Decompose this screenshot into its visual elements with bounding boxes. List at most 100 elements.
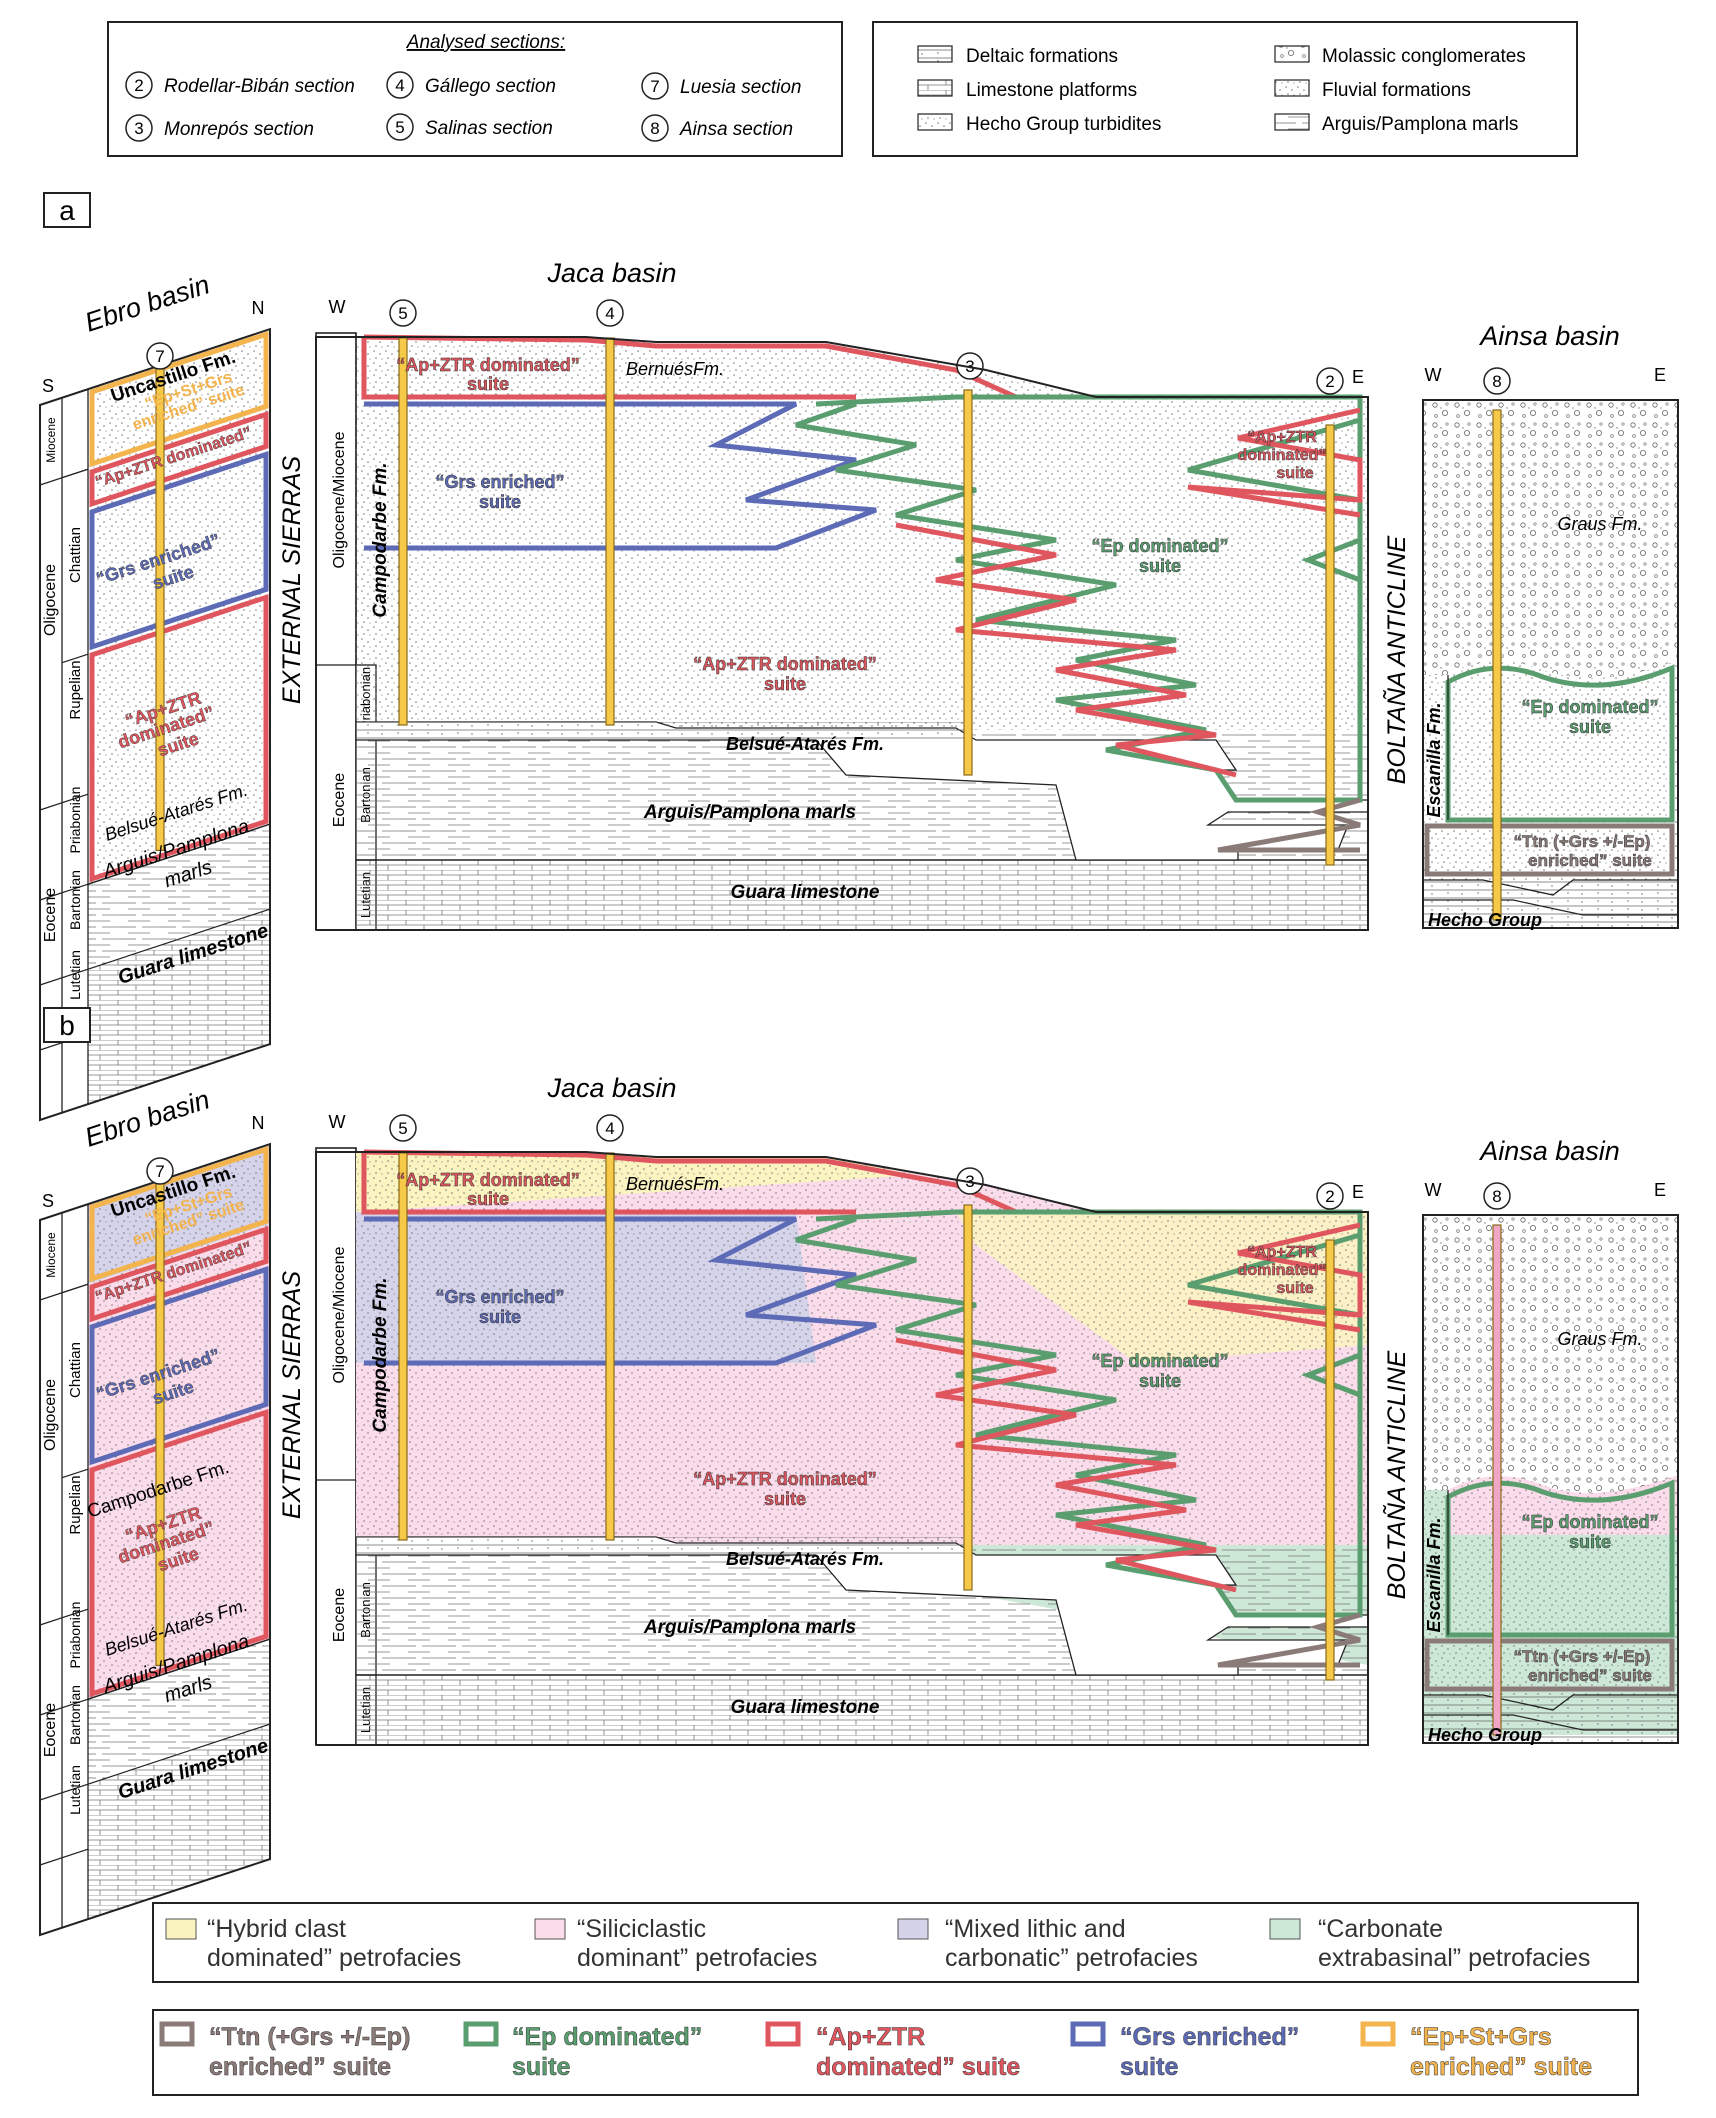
formation-label-molassic: Molassic conglomerates [1322, 46, 1526, 67]
stage-lutetian: Lutetian [67, 1765, 83, 1815]
suite-label-ainsa-ep-2: suite [1569, 1532, 1611, 1552]
sections-legend-title: Analysed sections: [406, 32, 565, 53]
stage-miocene: Miocene [44, 417, 58, 463]
petrofacies-label: “Siliciclastic [577, 1915, 706, 1943]
boltana-anticline-label: BOLTAÑA ANTICLINE [1382, 535, 1411, 784]
section-item-number: 3 [134, 119, 143, 138]
suite-label-ainsa-ep-1: “Ep dominated” [1521, 1512, 1658, 1532]
jaca-basin-section: Oligocene/MioceneEocenePriabonianBartoni… [278, 258, 1411, 931]
section-item-4: 4 Gállego section [386, 71, 556, 99]
suite-label: “Ap+ZTR [816, 2023, 925, 2051]
section-number: 8 [1492, 372, 1501, 391]
section-item-number: 5 [395, 118, 404, 137]
formation-graus: Graus Fm. [1557, 514, 1642, 534]
suite-label-jaca-grs-1: “Grs enriched” [435, 472, 564, 492]
section-item-number: 7 [650, 77, 659, 96]
formation-label-hecho: Hecho Group turbidites [966, 114, 1161, 135]
suite-label: suite [512, 2053, 570, 2081]
section-number: 5 [398, 304, 407, 323]
section-item-label: Salinas section [425, 118, 553, 139]
stage-oligocene: Oligocene [42, 564, 59, 636]
suite-label-jaca-apztr-right-1: “Ap+ZTR [1247, 429, 1317, 446]
suite-label-jaca-apztr-top-1: “Ap+ZTR dominated” [396, 355, 580, 375]
section-marker-2: 2 [1316, 367, 1344, 395]
section-item-2: 2 Rodellar-Bibán section [125, 71, 355, 99]
formation-guara: Guara limestone [731, 882, 880, 903]
section-marker-2: 2 [1316, 1182, 1344, 1210]
section-pole-7 [155, 354, 165, 852]
suite-item-ttn: “Ttn (+Grs +/-Ep) enriched” suite [159, 2021, 411, 2081]
section-number: 5 [398, 1119, 407, 1138]
stage-eocene-jaca: Eocene [331, 1588, 348, 1642]
section-item-number: 4 [395, 76, 404, 95]
suite-label-ainsa-ttn-1: “Ttn (+Grs +/-Ep) [1514, 832, 1651, 851]
petrofacies-label: dominant” petrofacies [577, 1944, 817, 1972]
formation-escanilla: Escanilla Fm. [1424, 702, 1444, 817]
section-marker-7: 7 [146, 342, 174, 370]
section-number: 4 [605, 1119, 614, 1138]
petrofacies-label: extrabasinal” petrofacies [1318, 1944, 1590, 1972]
section-number: 8 [1492, 1187, 1501, 1206]
section-number: 2 [1325, 372, 1334, 391]
stage-bartonian: Bartonian [67, 870, 83, 930]
ainsa-basin-title: Ainsa basin [1478, 321, 1620, 351]
section-item-number: 2 [134, 76, 143, 95]
section-number: 7 [155, 347, 164, 366]
suite-label-jaca-apztr-right-1: “Ap+ZTR [1247, 1244, 1317, 1261]
ebro-basin-title: Ebro basin [81, 269, 213, 337]
suite-label-jaca-apztr-right-2: dominated” [1238, 447, 1327, 464]
stage-lutetian: Lutetian [67, 950, 83, 1000]
formation-label-deltaic: Deltaic formations [966, 46, 1118, 67]
suite-label-jaca-apztr-right-3: suite [1276, 465, 1313, 482]
panel-letter: b [59, 1010, 75, 1041]
formation-graus: Graus Fm. [1557, 1329, 1642, 1349]
suite-label-ainsa-ttn-2: enriched” suite [1528, 1666, 1652, 1685]
section-pole-3 [963, 389, 973, 776]
section-item-label: Rodellar-Bibán section [164, 76, 355, 97]
compass-e: E [1352, 367, 1364, 387]
formation-bernues: BernuésFm. [626, 359, 724, 379]
formation-arguis-marls: Arguis/Pamplona marls [643, 1617, 856, 1638]
suite-label-jaca-grs-2: suite [479, 492, 521, 512]
petrofacies-label: “Carbonate [1318, 1915, 1443, 1943]
formation-campodarbe: Campodarbe Fm. [370, 1277, 391, 1432]
section-pole-7 [155, 1169, 165, 1667]
compass-w-ainsa: W [1425, 365, 1442, 385]
ainsa-basin-title: Ainsa basin [1478, 1136, 1620, 1166]
section-pole-4 [605, 337, 615, 726]
section-marker-4: 4 [596, 1114, 624, 1142]
section-item-label: Gállego section [425, 76, 556, 97]
petrofacies-label: carbonatic” petrofacies [945, 1944, 1198, 1972]
section-item-3: 3 Monrepós section [125, 114, 314, 142]
stage-chattian: Chattian [67, 527, 84, 583]
section-item-number: 8 [650, 119, 659, 138]
compass-e-ainsa: E [1654, 365, 1666, 385]
suite-label: “Ep+St+Grs [1410, 2023, 1552, 2051]
section-pole-2 [1325, 1239, 1335, 1681]
stage-eocene: Eocene [42, 888, 59, 942]
formation-campodarbe: Campodarbe Fm. [370, 462, 391, 617]
stage-miocene: Miocene [44, 1232, 58, 1278]
suite-label: enriched” suite [209, 2053, 391, 2081]
formations-legend: Deltaic formations Limestone platforms H… [872, 21, 1578, 157]
formation-label-marls: Arguis/Pamplona marls [1322, 114, 1518, 135]
section-item-7: 7 Luesia section [641, 72, 801, 100]
formation-belsue: Belsué-Atarés Fm. [726, 1549, 884, 1569]
compass-s: S [42, 376, 54, 396]
section-item-label: Ainsa section [679, 119, 793, 140]
suite-label-jaca-apztr-top-2: suite [467, 1189, 509, 1209]
suite-label-jaca-grs-2: suite [479, 1307, 521, 1327]
suite-item-epstgrs: “Ep+St+Grs enriched” suite [1360, 2021, 1592, 2081]
suite-label-jaca-apztr-right-3: suite [1276, 1280, 1313, 1297]
section-marker-8: 8 [1483, 1182, 1511, 1210]
suite-label-jaca-ep-1: “Ep dominated” [1091, 1351, 1228, 1371]
petrofacies-legend: “Hybrid clast dominated” petrofacies “Si… [152, 1902, 1639, 1983]
suite-label: enriched” suite [1410, 2053, 1592, 2081]
suite-label-jaca-apztr-mid-1: “Ap+ZTR dominated” [693, 654, 877, 674]
compass-w: W [329, 1112, 346, 1132]
petrofacies-label: “Mixed lithic and [945, 1915, 1126, 1943]
petrofacies-item-hybrid: “Hybrid clast dominated” petrofacies [165, 1915, 461, 1972]
